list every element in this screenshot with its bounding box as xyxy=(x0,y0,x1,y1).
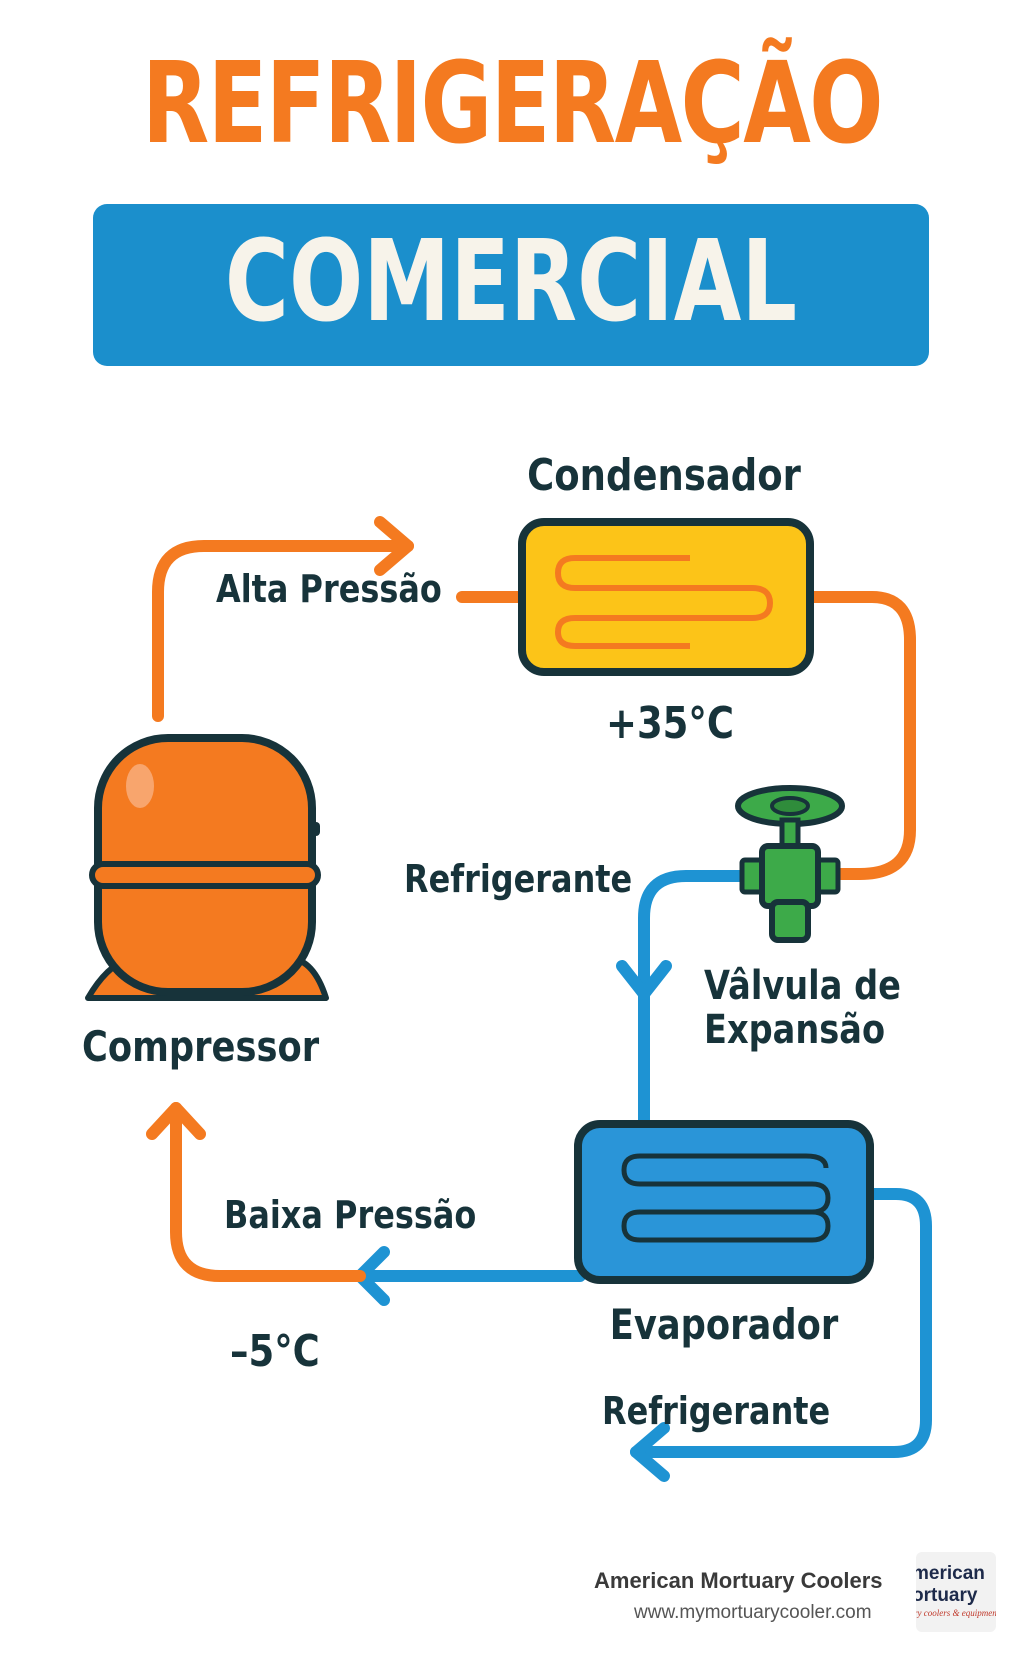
banner-title: COMERCIAL xyxy=(224,217,798,347)
condenser-label: Condensador xyxy=(527,450,801,501)
logo-text-line2: ortuary xyxy=(916,1585,978,1606)
logo-text-line3: ry coolers & equipment xyxy=(916,1608,996,1618)
valve-outlet-arrow xyxy=(616,960,672,1000)
evaporator-return-pipe xyxy=(630,1188,932,1458)
evaporator-return-arrow xyxy=(630,1422,670,1482)
evaporator-label: Evaporador xyxy=(609,1300,839,1349)
low-temperature-label: –5°C xyxy=(230,1326,320,1377)
valve-label-line2: Expansão xyxy=(704,1007,886,1053)
refrigerant-label-top: Refrigerante xyxy=(404,857,633,901)
expansion-valve xyxy=(735,785,845,943)
high-pressure-label: Alta Pressão xyxy=(216,567,442,611)
title-banner: COMERCIAL xyxy=(93,204,929,366)
compressor-label: Compressor xyxy=(82,1022,320,1071)
brand-name: American Mortuary Coolers xyxy=(594,1568,883,1593)
valve-outlet-pipe xyxy=(638,870,748,1130)
compressor-inlet-arrow xyxy=(146,1102,206,1140)
brand-url[interactable]: www.mymortuarycooler.com xyxy=(634,1602,872,1623)
refrigerant-label-bottom: Refrigerante xyxy=(602,1389,831,1433)
condenser-outlet-pipe xyxy=(802,591,916,880)
compressor-unit xyxy=(85,734,329,1001)
high-pressure-pipe xyxy=(152,540,414,722)
evaporator-unit xyxy=(574,1120,874,1284)
page-title: REFRIGERAÇÃO xyxy=(142,39,883,169)
condenser-temperature: +35°C xyxy=(605,698,734,749)
brand-logo: merican ortuary ry coolers & equipment xyxy=(916,1552,996,1632)
logo-text-line1: merican xyxy=(916,1563,985,1584)
low-pressure-label: Baixa Pressão xyxy=(224,1193,477,1237)
low-pressure-pipe-orange xyxy=(170,1102,366,1282)
high-pressure-arrow xyxy=(374,516,414,576)
condenser-unit xyxy=(518,518,814,676)
valve-label-line1: Vâlvula de xyxy=(704,963,901,1009)
